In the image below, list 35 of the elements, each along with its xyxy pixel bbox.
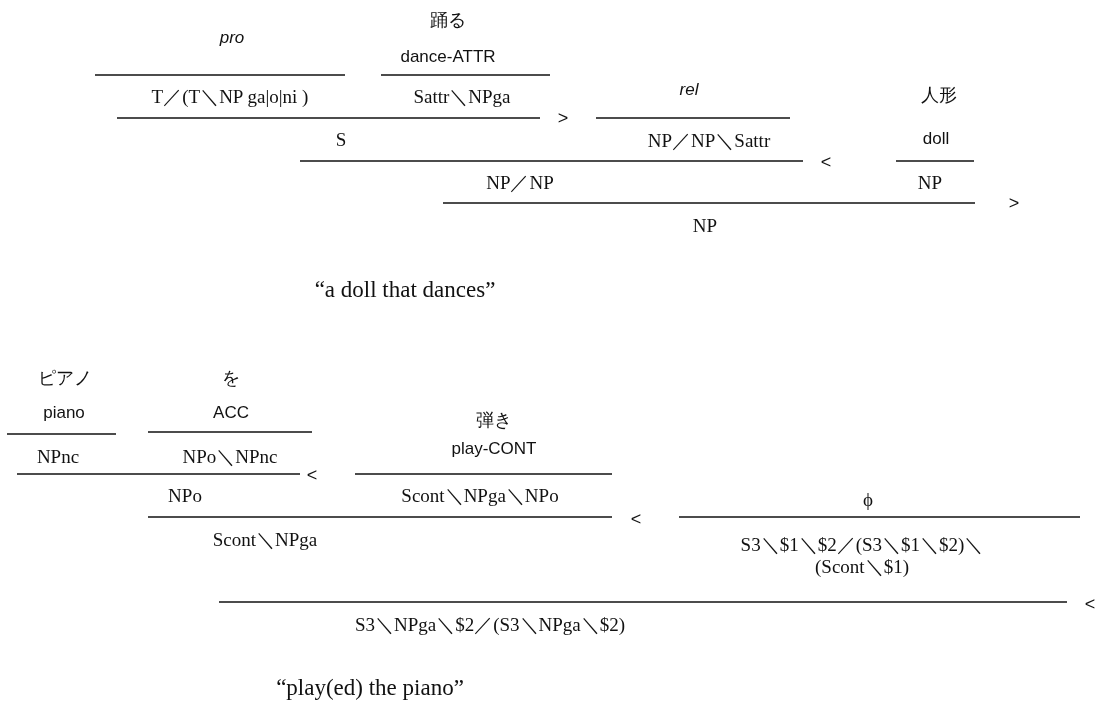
category-label: NP／NP＼Sattr [647,129,771,153]
gloss-label: dance-ATTR [400,47,496,68]
category-label: NPnc [36,445,80,469]
gloss-label: play-CONT [451,439,537,460]
rule-symbol: < [630,509,642,531]
category-label: Scont＼NPga [212,528,318,552]
word-label: 人形 [921,84,957,106]
gloss-label: rel [679,80,699,101]
category-label: NP／NP [486,171,554,195]
translation-text: “a doll that dances” [314,276,496,304]
rule-symbol: < [1084,594,1096,616]
category-label: S3＼$1＼$2／(S3＼$1＼$2)＼ (Scont＼$1) [739,533,985,580]
category-label: T／(T＼NP ga|o|ni ) [151,85,309,109]
category-label: Scont＼NPga＼NPo [401,484,559,508]
category-label: S3＼NPga＼$2／(S3＼NPga＼$2) [354,613,626,637]
translation-text: “play(ed) the piano” [276,674,464,702]
gloss-label: pro [219,28,245,49]
category-label: NPo [168,484,202,508]
word-label: を [222,367,240,389]
word-label: 踊る [430,9,466,31]
category-label: S [335,128,347,152]
category-label: ϕ [863,488,873,512]
rule-symbol: > [557,108,569,130]
category-label: NPo＼NPnc [182,445,278,469]
gloss-label: doll [922,129,950,150]
word-label: ピアノ [38,367,92,389]
category-label: NP [917,171,943,195]
gloss-label: piano [43,403,85,424]
category-label: NP [692,214,718,238]
gloss-label: ACC [213,403,249,424]
rule-symbol: > [1008,193,1020,215]
rule-symbol: < [306,465,318,487]
category-label: Sattr＼NPga [413,85,511,109]
rule-symbol: < [820,152,832,174]
word-label: 弾き [476,409,512,431]
